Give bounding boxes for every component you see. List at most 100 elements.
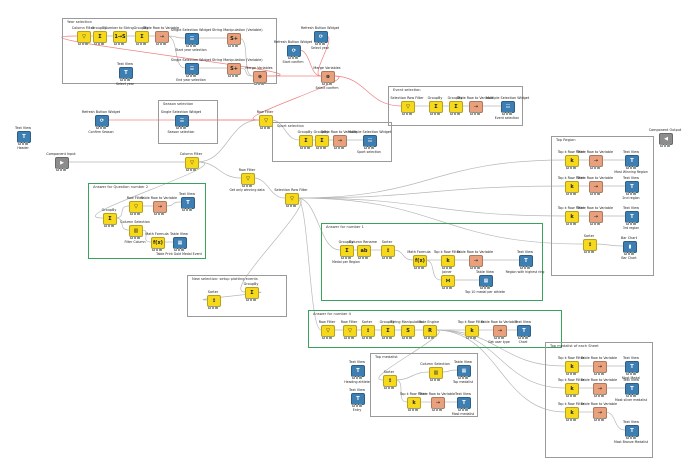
node-sorter3[interactable]: Sorter↕ — [352, 320, 382, 352]
annotation-top[interactable]: Top medalist — [370, 353, 478, 417]
node-t2v12[interactable]: Table Row to Variable⇢ — [581, 378, 617, 410]
node-selrf[interactable]: Selection Row Filter▽ — [390, 96, 424, 128]
node-merge1[interactable]: Merge Variables⊕ — [244, 66, 274, 98]
node-t2v4[interactable]: Table Row to Variable⇢ — [141, 196, 177, 228]
node-sorter2[interactable]: Sorter↕ — [372, 240, 402, 272]
node-rowf-sel[interactable]: Selection Row Filter▽ — [274, 188, 308, 220]
node-ssw2[interactable]: Single Selection Widget☰End year selecti… — [171, 58, 211, 90]
node-t2v7[interactable]: Table Row to Variable⇢ — [419, 392, 455, 424]
node-sorter1[interactable]: Sorter↕ — [198, 290, 228, 322]
annotation-q4[interactable]: Answer for number 4 — [308, 310, 562, 348]
node-colsel2[interactable]: Column Selection▥ — [420, 362, 450, 394]
node-sorter4[interactable]: Sorter↕ — [374, 370, 404, 402]
node-label: Medal per Region — [332, 260, 360, 264]
node-status-lights — [626, 192, 637, 195]
node-rowf2[interactable]: Row Filter▽ — [120, 196, 150, 228]
annotation-q1[interactable]: Answer for number 1 — [321, 223, 543, 301]
node-tv3[interactable]: Table View▦Table Print Gold Medal Event — [156, 232, 202, 264]
node-coutput[interactable]: Component Output◀ — [649, 128, 681, 160]
node-t2v2[interactable]: Table Row to Variable⇢ — [321, 130, 357, 162]
node-t2v13[interactable]: Table Row to Variable⇢ — [581, 402, 617, 434]
node-msw2[interactable]: Multiple Selection Widget☷Event selectio… — [486, 96, 529, 128]
node-joiner[interactable]: Joiner⋈ — [432, 270, 462, 302]
node-rbw3[interactable]: Refresh Button Widget⟳Confirm Season — [82, 110, 120, 142]
annotation-topmed[interactable]: Top medalist of each Sheet — [545, 342, 653, 458]
node-colsel[interactable]: Column Selection▥Filter Column — [120, 220, 150, 252]
annotation-sport[interactable]: Sport selection — [272, 122, 392, 162]
node-rowf-sport[interactable]: Row Filter▽Get only winning data — [229, 168, 264, 200]
node-ssw[interactable]: Single Selection Widget☰Start year selec… — [171, 28, 211, 60]
node-rowf4[interactable]: Row Filter▽ — [334, 320, 364, 352]
node-ssw3[interactable]: Single Selection Widget☰Season selection — [161, 110, 201, 142]
node-t2v6[interactable]: Table Row to Variable⇢Get user type — [481, 320, 517, 352]
node-col2[interactable]: Column Filter▽ — [176, 152, 206, 184]
node-bar[interactable]: Bar Chart▮Bar Chart — [614, 236, 644, 268]
node-t2v5[interactable]: Table Row to Variable⇢ — [457, 250, 493, 282]
node-sorter5[interactable]: Sorter↕ — [574, 234, 604, 266]
node-rowf3[interactable]: Row Filter▽ — [312, 320, 342, 352]
annotation-event[interactable]: Event selection — [388, 86, 523, 126]
node-t2v11[interactable]: Table Row to Variable⇢ — [581, 356, 617, 388]
node-col1[interactable]: Column Filter▽ — [68, 26, 98, 58]
node-t2v9[interactable]: Table Row to Variable⇢ — [577, 176, 613, 208]
annotation-q2[interactable]: Answer for Question number 2 — [88, 183, 206, 259]
node-t2v8[interactable]: Table Row to Variable⇢ — [577, 150, 613, 182]
annotation-newreg[interactable]: New selection: setup plotting events — [187, 275, 287, 317]
annotation-season[interactable]: Season selection — [158, 100, 218, 144]
node-t2v3[interactable]: Table Row to Variable⇢ — [457, 96, 493, 128]
annotation-topreg[interactable]: Top Region — [551, 136, 654, 276]
node-merge2[interactable]: Merge Variables⊕Select confirm — [312, 66, 342, 98]
node-rbw1[interactable]: Refresh Button Widget⟳Start confirm — [274, 40, 312, 72]
annotation-year[interactable]: Year selection — [62, 18, 277, 84]
node-svm1[interactable]: String Manipulation (Variable)S+ — [212, 28, 263, 60]
node-cinput[interactable]: Component Input▶ — [46, 152, 76, 184]
node-tbv5[interactable]: Table View▦Top 10 medal per athlete — [465, 270, 505, 302]
node-tbv7[interactable]: Table View▦Top medalist — [448, 360, 478, 392]
node-t2v1[interactable]: Table Row to Variable⇢ — [143, 26, 179, 58]
node-svm2[interactable]: String Manipulation (Variable)S+ — [212, 58, 263, 90]
node-rowf1[interactable]: Row Filter▽ — [250, 110, 280, 142]
node-rbw2[interactable]: Refresh Button Widget⟳Select year — [301, 26, 339, 58]
node-msw1[interactable]: Multiple Selection Widget☷Sport selectio… — [348, 130, 391, 162]
node-t2v10[interactable]: Table Row to Variable⇢ — [577, 206, 613, 238]
